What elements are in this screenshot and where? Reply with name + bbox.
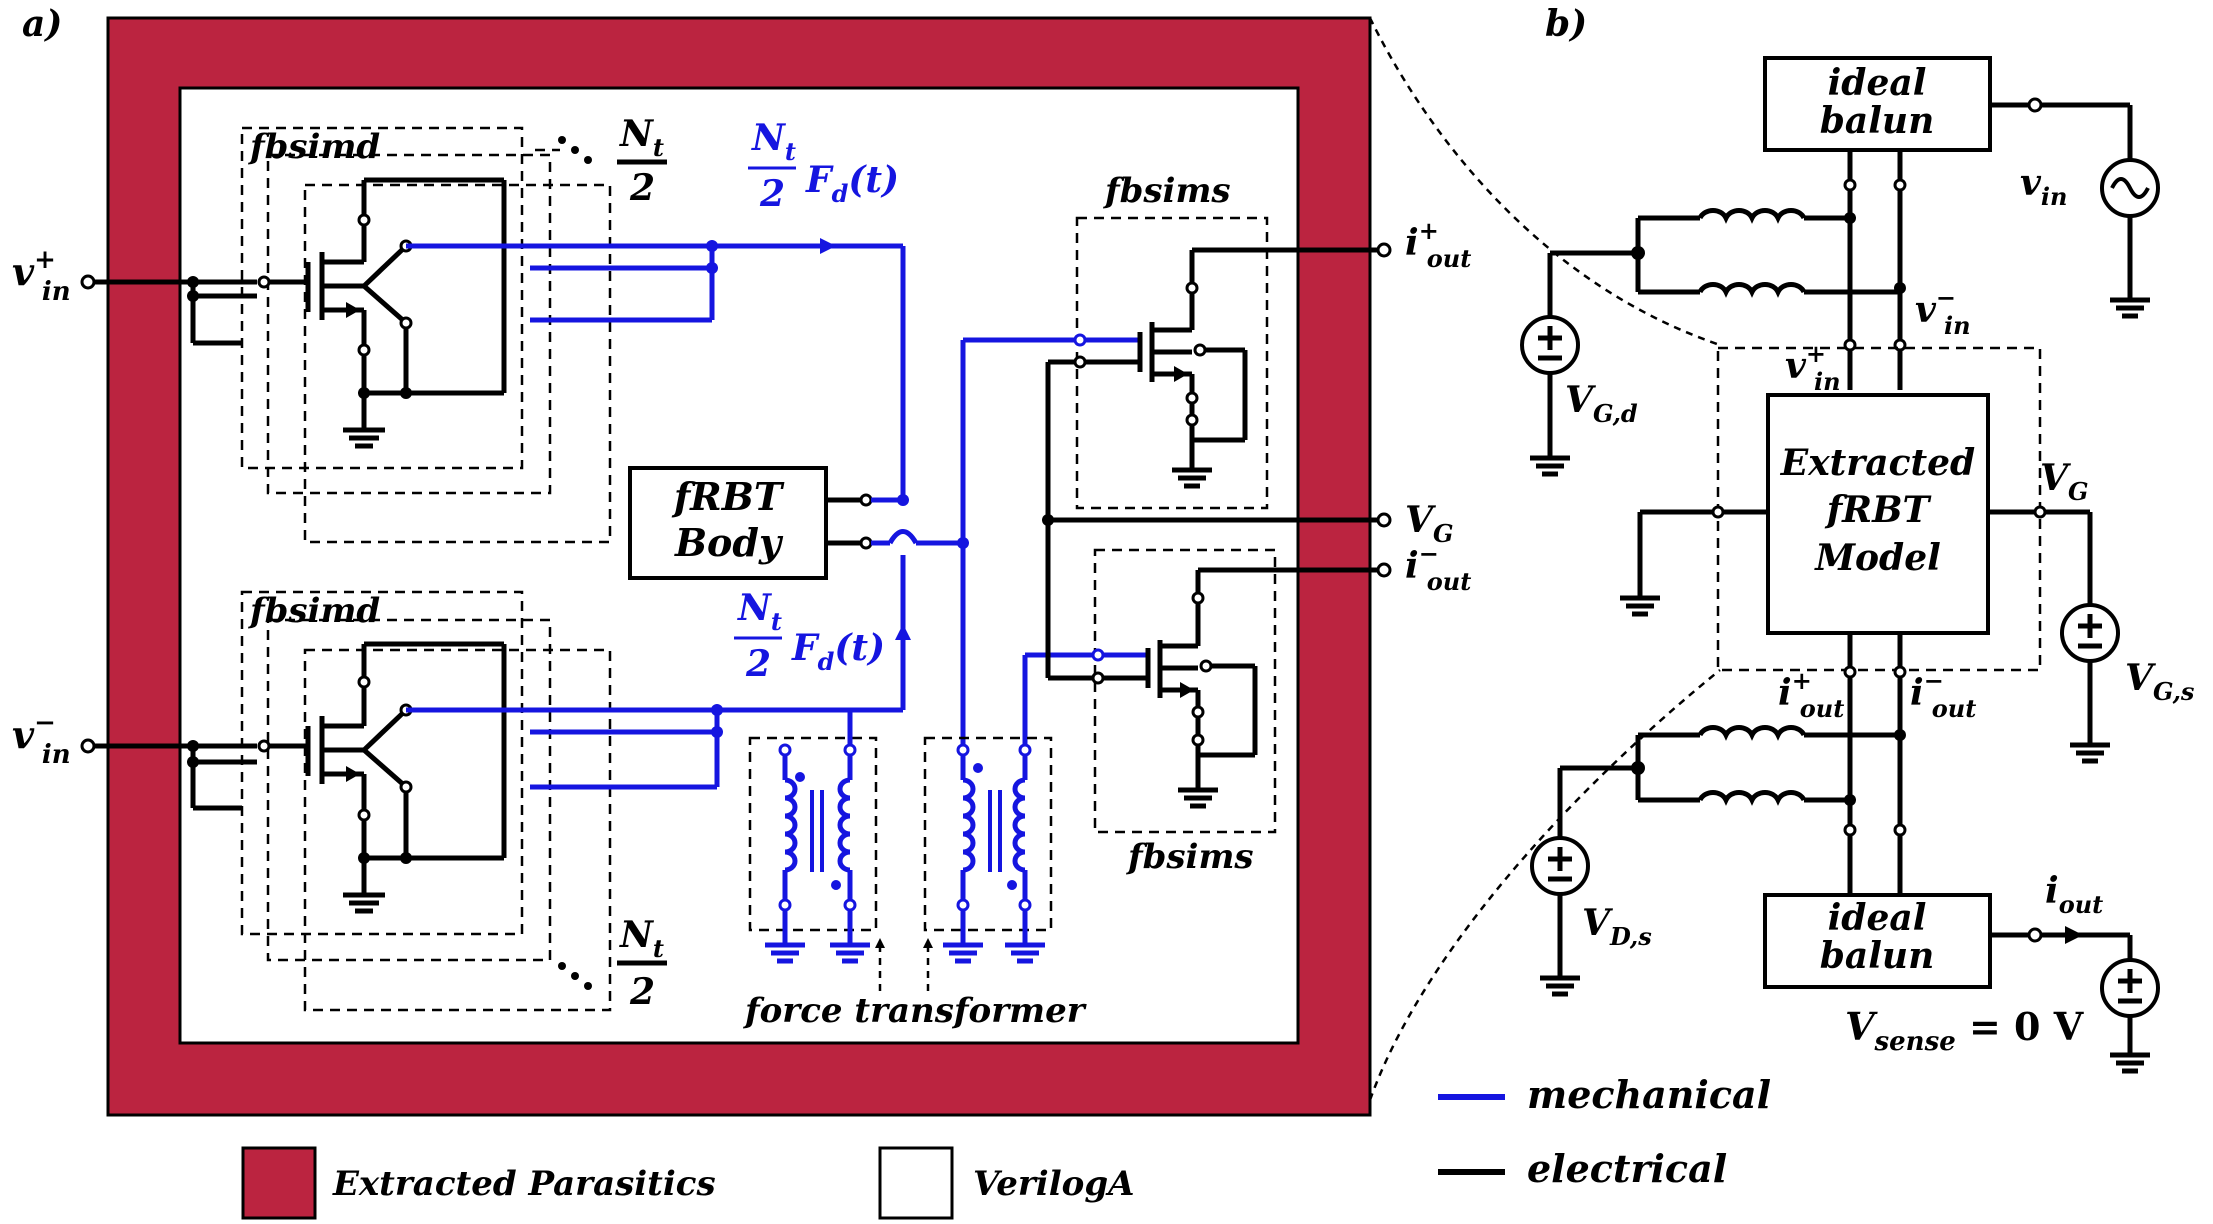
panel-b-label: b) (1545, 3, 1587, 45)
balun-bottom-block (1763, 893, 2160, 1074)
frbt-body-block (628, 466, 969, 580)
legend-mechanical-text: mechanical (1527, 1072, 1771, 1117)
force-bottom-label: Nt 2 Fd(t) (734, 587, 885, 685)
vsense-label: Vsense = 0 V (1845, 1004, 2085, 1057)
iout-minus-label-b: i−out (1910, 666, 1976, 723)
balun-bottom-line1: ideal (1828, 897, 1927, 939)
inductors-bottom (1560, 633, 1907, 895)
legend-veriloga-text: VerilogA (973, 1164, 1134, 1204)
vin-minus-label: v−in (12, 708, 71, 770)
legend-veriloga: VerilogA (878, 1146, 1134, 1220)
nt-over-2-top: Nt 2 (617, 113, 667, 209)
zoom-line-bottom (1368, 669, 1721, 1101)
iout-plus-terminal (1376, 242, 1392, 258)
vin-plus-label: v+in (12, 245, 71, 307)
zoom-line-top (1368, 17, 1721, 347)
extracted-model-block (1620, 393, 2120, 764)
model-line3: Model (1813, 537, 1941, 579)
vds-label: VD,s (1582, 902, 1652, 951)
ellipsis-bottom (558, 962, 592, 990)
iout-label-b: iout (2045, 870, 2103, 919)
iout-plus-label-b: i+out (1778, 666, 1844, 723)
iout-minus-label: i−out (1405, 539, 1471, 596)
vin-minus-label-b: v−in (1915, 283, 1971, 340)
force-transformer-label: force transformer (743, 991, 1087, 1031)
vin-plus-label-b: v+in (1785, 339, 1841, 396)
balun-top-line1: ideal (1828, 62, 1927, 104)
nt-bottom-num: Nt (619, 914, 664, 963)
fbsimd-bottom-block (240, 590, 612, 1012)
iout-minus-terminal (1376, 562, 1392, 578)
balun-top-block (1763, 56, 2160, 390)
vin-label-b: vin (2020, 162, 2068, 211)
legend-electrical-text: electrical (1527, 1146, 1727, 1191)
fbsims-top-block (1073, 216, 1378, 510)
svg-text:2: 2 (759, 173, 785, 215)
balun-top-line2: balun (1820, 100, 1935, 142)
iout-plus-label: i+out (1405, 216, 1471, 273)
legend-parasitics-text: Extracted Parasitics (332, 1164, 716, 1204)
vgs-label: VG,s (2125, 657, 2195, 706)
model-line2: fRBT (1824, 489, 1932, 531)
legend-electrical: electrical (1438, 1146, 1727, 1191)
legend-veriloga-swatch (878, 1146, 954, 1220)
fbsims-bottom-block (1091, 548, 1378, 834)
inductors-top (1550, 208, 1900, 298)
nt-bottom-den: 2 (629, 971, 655, 1013)
legend-parasitics-swatch (241, 1146, 317, 1220)
force-transformer-right (923, 736, 1053, 964)
ellipsis-top (558, 136, 592, 164)
force-transformer-arrows (875, 938, 933, 995)
mech-line-sims (960, 337, 1098, 750)
legend-mechanical: mechanical (1438, 1072, 1771, 1117)
fbsims-bottom-label: fbsims (1126, 837, 1254, 877)
balun-bottom-line2: balun (1820, 935, 1935, 977)
vg-label: VG (1405, 499, 1453, 548)
panel-a-label: a) (22, 3, 62, 45)
fbsims-top-label: fbsims (1103, 171, 1231, 211)
vin-plus-terminal (80, 274, 257, 346)
svg-text:2: 2 (745, 643, 771, 685)
vin-minus-terminal (80, 738, 257, 811)
vg-label-b: VG (2040, 457, 2088, 506)
vds-source (1530, 768, 1590, 997)
nt-top-den: 2 (629, 167, 655, 209)
svg-text:Fd(t): Fd(t) (805, 159, 899, 208)
fbsimd-top-label: fbsimd (248, 127, 380, 167)
nt-top-num: Nt (619, 113, 664, 162)
vgd-source (1520, 253, 1580, 477)
fbsimd-bottom-label: fbsimd (248, 591, 380, 631)
fbsimd-top-block (240, 126, 612, 544)
legend-extracted-parasitics: Extracted Parasitics (241, 1146, 716, 1220)
nt-over-2-bottom: Nt 2 (617, 914, 667, 1013)
frbt-body-line1: fRBT (671, 474, 785, 519)
svg-text:Nt: Nt (751, 117, 796, 166)
model-line1: Extracted (1780, 442, 1975, 484)
svg-text:Fd(t): Fd(t) (791, 627, 885, 676)
mech-line-top (406, 238, 906, 500)
vg-terminal (1376, 512, 1392, 528)
force-top-label: Nt 2 Fd(t) (748, 117, 899, 215)
force-transformer-left (748, 710, 878, 964)
svg-text:Nt: Nt (737, 587, 782, 636)
frbt-body-line2: Body (674, 520, 784, 565)
vg-line (1042, 359, 1378, 681)
vgd-label: VG,d (1565, 379, 1638, 428)
